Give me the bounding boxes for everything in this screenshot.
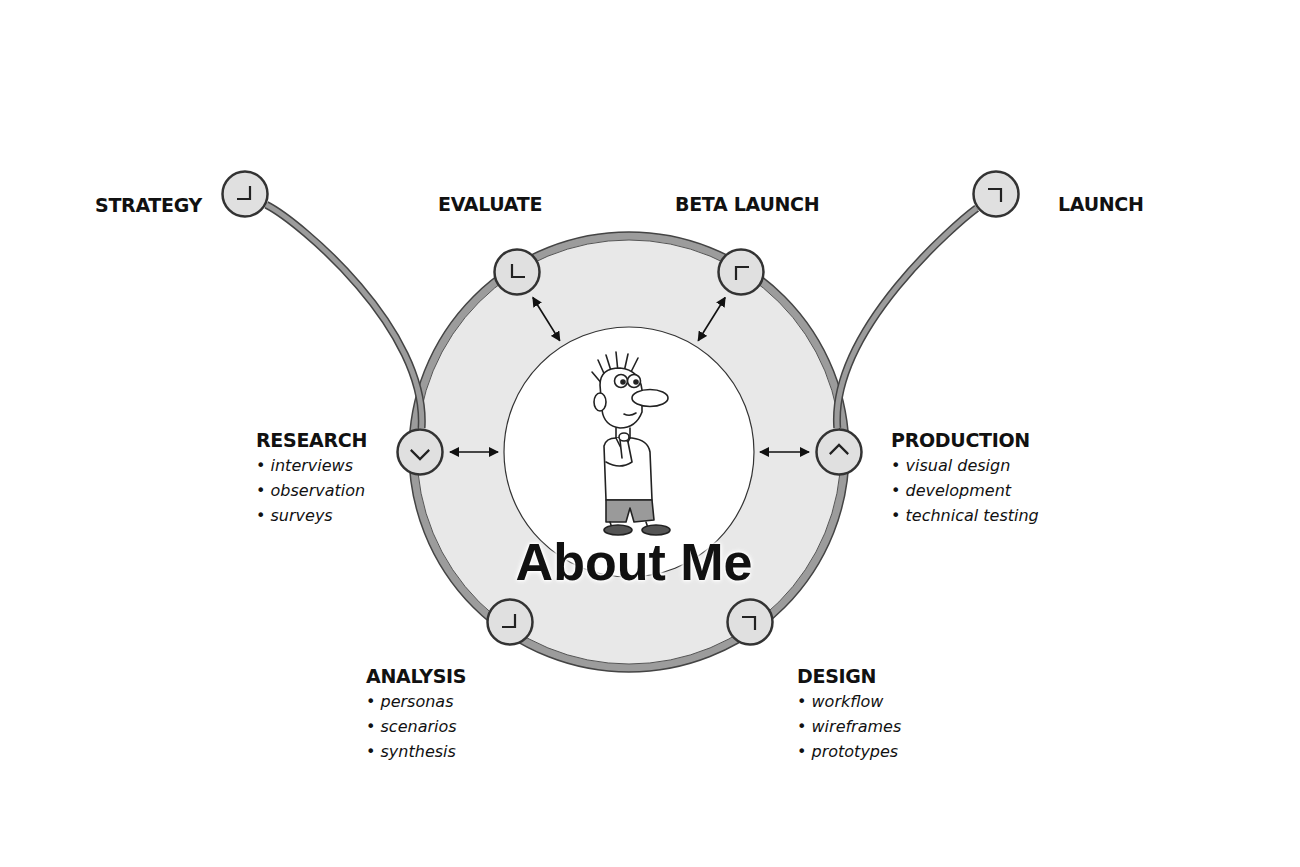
stage-circle: LAUNCH: [972, 170, 1020, 218]
thinking-man-cartoon: [592, 352, 670, 535]
stage-circle-shape: [221, 170, 269, 218]
curve-outline: [266, 205, 421, 428]
path-curve: [266, 205, 421, 428]
curve-outline: [837, 208, 977, 428]
stage-heading: DESIGN: [797, 663, 901, 689]
stage-heading: STRATEGY: [95, 192, 202, 218]
stage-circle: PRODUCTION• visual design• development• …: [815, 428, 863, 476]
arrow-line: [698, 297, 725, 340]
circle-outline: [223, 172, 268, 217]
stage-label: BETA LAUNCH: [675, 191, 819, 217]
stage-circle: ANALYSIS• personas• scenarios• synthesis: [486, 598, 534, 646]
stage-label: RESEARCH• interviews• observation• surve…: [256, 427, 367, 528]
stage-circle-shape: [726, 598, 774, 646]
stage-circle-shape: [815, 428, 863, 476]
stage-circle: RESEARCH• interviews• observation• surve…: [396, 428, 444, 476]
chevron-symbol: [411, 441, 429, 459]
curve-core: [837, 208, 977, 428]
stage-heading: EVALUATE: [438, 191, 542, 217]
bullet-item: • technical testing: [891, 503, 1039, 528]
bullet-item: • development: [891, 478, 1039, 503]
circle-outline: [719, 250, 764, 295]
chevron-symbol: [742, 617, 755, 630]
stage-circle: BETA LAUNCH: [717, 248, 765, 296]
circle-outline: [974, 172, 1019, 217]
curve-core: [266, 205, 421, 428]
stage-heading: LAUNCH: [1058, 191, 1144, 217]
circle-outline: [817, 430, 862, 475]
bullet-item: • workflow: [797, 689, 901, 714]
bullet-item: • synthesis: [366, 739, 466, 764]
arrow-line: [533, 297, 560, 340]
circle-outline: [488, 600, 533, 645]
stage-circle-shape: [717, 248, 765, 296]
bullet-item: • wireframes: [797, 714, 901, 739]
bullet-item: • visual design: [891, 453, 1039, 478]
cycle-ring: [409, 232, 849, 672]
circle-outline: [728, 600, 773, 645]
path-curve: [837, 208, 977, 428]
chevron-symbol: [237, 186, 250, 199]
stage-circle-shape: [493, 248, 541, 296]
center-title: About Me: [516, 533, 753, 591]
chevron-symbol: [512, 264, 525, 277]
stage-circle-shape: [486, 598, 534, 646]
stage-label: DESIGN• workflow• wireframes• prototypes: [797, 663, 901, 764]
bullet-item: • surveys: [256, 503, 367, 528]
chevron-symbol: [988, 189, 1001, 202]
chevron-symbol: [830, 445, 848, 463]
stage-label: STRATEGY: [95, 192, 202, 218]
stage-circle: STRATEGY: [221, 170, 269, 218]
bullet-item: • personas: [366, 689, 466, 714]
center-circle: About Me: [504, 327, 754, 577]
stage-label: EVALUATE: [438, 191, 542, 217]
bullet-item: • prototypes: [797, 739, 901, 764]
bullet-item: • interviews: [256, 453, 367, 478]
stage-label: LAUNCH: [1058, 191, 1144, 217]
stage-label: PRODUCTION• visual design• development• …: [891, 427, 1039, 528]
stage-circle: EVALUATE: [493, 248, 541, 296]
stage-circle-shape: [396, 428, 444, 476]
stage-label: ANALYSIS• personas• scenarios• synthesis: [366, 663, 466, 764]
double-arrow: [533, 297, 560, 340]
circle-outline: [398, 430, 443, 475]
bullet-item: • scenarios: [366, 714, 466, 739]
arrow-line: [450, 451, 498, 453]
stage-circle-shape: [972, 170, 1020, 218]
bullet-item: • observation: [256, 478, 367, 503]
double-arrow: [450, 452, 498, 453]
stage-circle: DESIGN• workflow• wireframes• prototypes: [726, 598, 774, 646]
stage-heading: ANALYSIS: [366, 663, 466, 689]
double-arrow: [698, 297, 725, 340]
chevron-symbol: [736, 267, 749, 280]
stage-heading: PRODUCTION: [891, 427, 1039, 453]
double-arrow: [760, 452, 809, 453]
stage-heading: BETA LAUNCH: [675, 191, 819, 217]
stage-heading: RESEARCH: [256, 427, 367, 453]
circle-outline: [495, 250, 540, 295]
chevron-symbol: [502, 614, 515, 627]
arrow-line: [760, 451, 809, 453]
